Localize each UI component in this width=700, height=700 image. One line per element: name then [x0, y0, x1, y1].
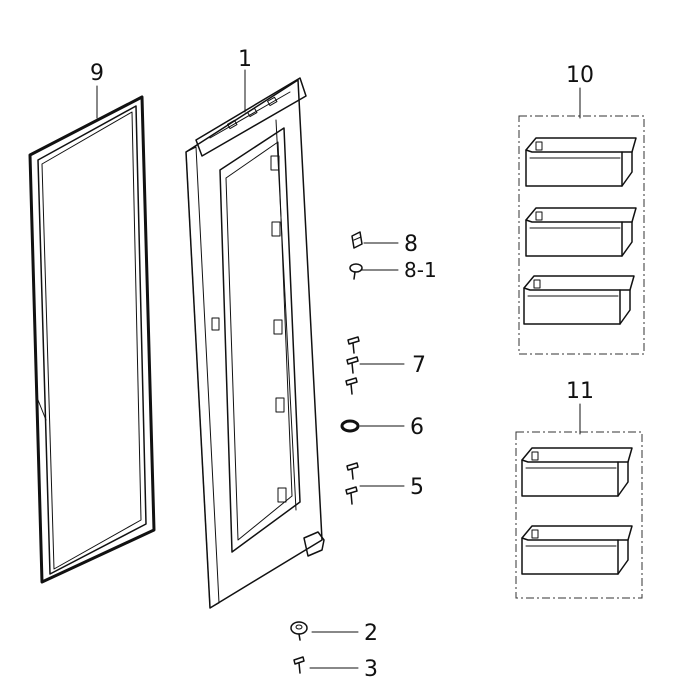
callout-9: 9: [90, 61, 104, 86]
part-8-1-plug: [349, 263, 363, 280]
callout-8-1: 8-1: [404, 258, 437, 282]
callout-8: 8: [404, 232, 418, 257]
part-11-door-bins: [515, 431, 643, 599]
callout-3: 3: [364, 657, 378, 682]
part-7-screws: [345, 336, 360, 395]
part-1-door-panel: [185, 77, 325, 609]
callout-6: 6: [410, 415, 424, 440]
callout-1: 1: [238, 47, 252, 72]
part-10-door-bins: [518, 115, 645, 355]
callout-11: 11: [566, 379, 594, 404]
part-8-clip: [351, 231, 363, 249]
callout-5: 5: [410, 475, 424, 500]
part-9-door-gasket: [28, 95, 156, 584]
part-2-cap: [290, 621, 308, 641]
callout-10: 10: [566, 63, 594, 88]
bin-10-a: [525, 137, 637, 187]
part-6-grommet: [340, 419, 360, 433]
callout-2: 2: [364, 621, 378, 646]
part-5-screws: [345, 462, 359, 505]
bin-11-a: [521, 447, 633, 497]
bin-11-b: [521, 525, 633, 575]
bin-10-c: [523, 275, 635, 325]
part-3-screw: [293, 656, 305, 674]
bin-10-b: [525, 207, 637, 257]
callout-7: 7: [412, 353, 426, 378]
